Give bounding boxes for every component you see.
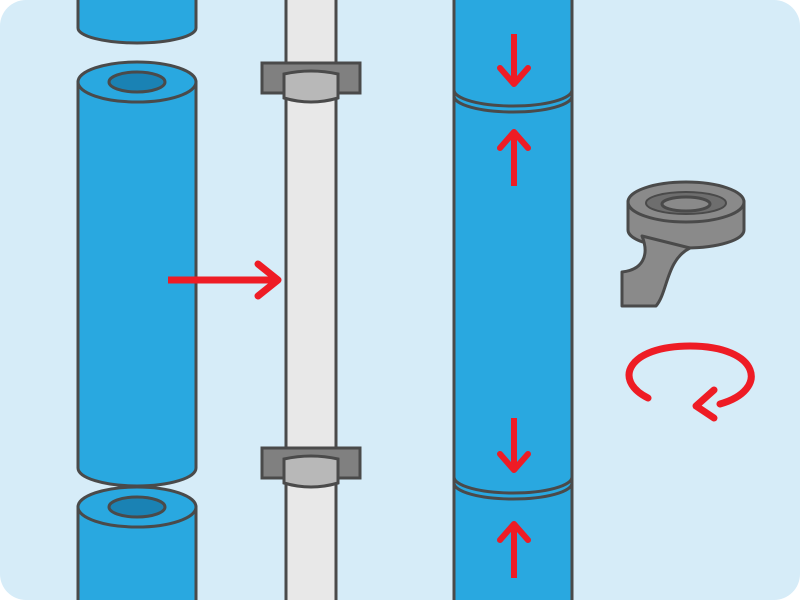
tape-roll-icon [620, 180, 746, 308]
seam-line [452, 482, 574, 501]
clamp-band [282, 454, 340, 489]
up-arrow [497, 129, 531, 186]
seam-line [452, 89, 574, 108]
insulation-hole [107, 70, 167, 94]
seam-line [452, 476, 574, 495]
tape-strip [620, 234, 692, 308]
pipe-clamp [260, 446, 362, 489]
circular-arrow-icon [625, 342, 755, 422]
clamp-band [282, 69, 340, 104]
seam-line [452, 95, 574, 114]
insulation-segment-top [76, 0, 198, 45]
insulation-hole [107, 495, 167, 519]
insulation-segment-bottom [76, 485, 198, 600]
up-arrow [497, 521, 531, 578]
insulated-pipe [452, 0, 574, 600]
right-arrow [168, 260, 282, 300]
down-arrow [497, 34, 531, 87]
down-arrow [497, 418, 531, 473]
insulation-segment-middle [76, 60, 198, 488]
pipe-clamp [260, 61, 362, 104]
